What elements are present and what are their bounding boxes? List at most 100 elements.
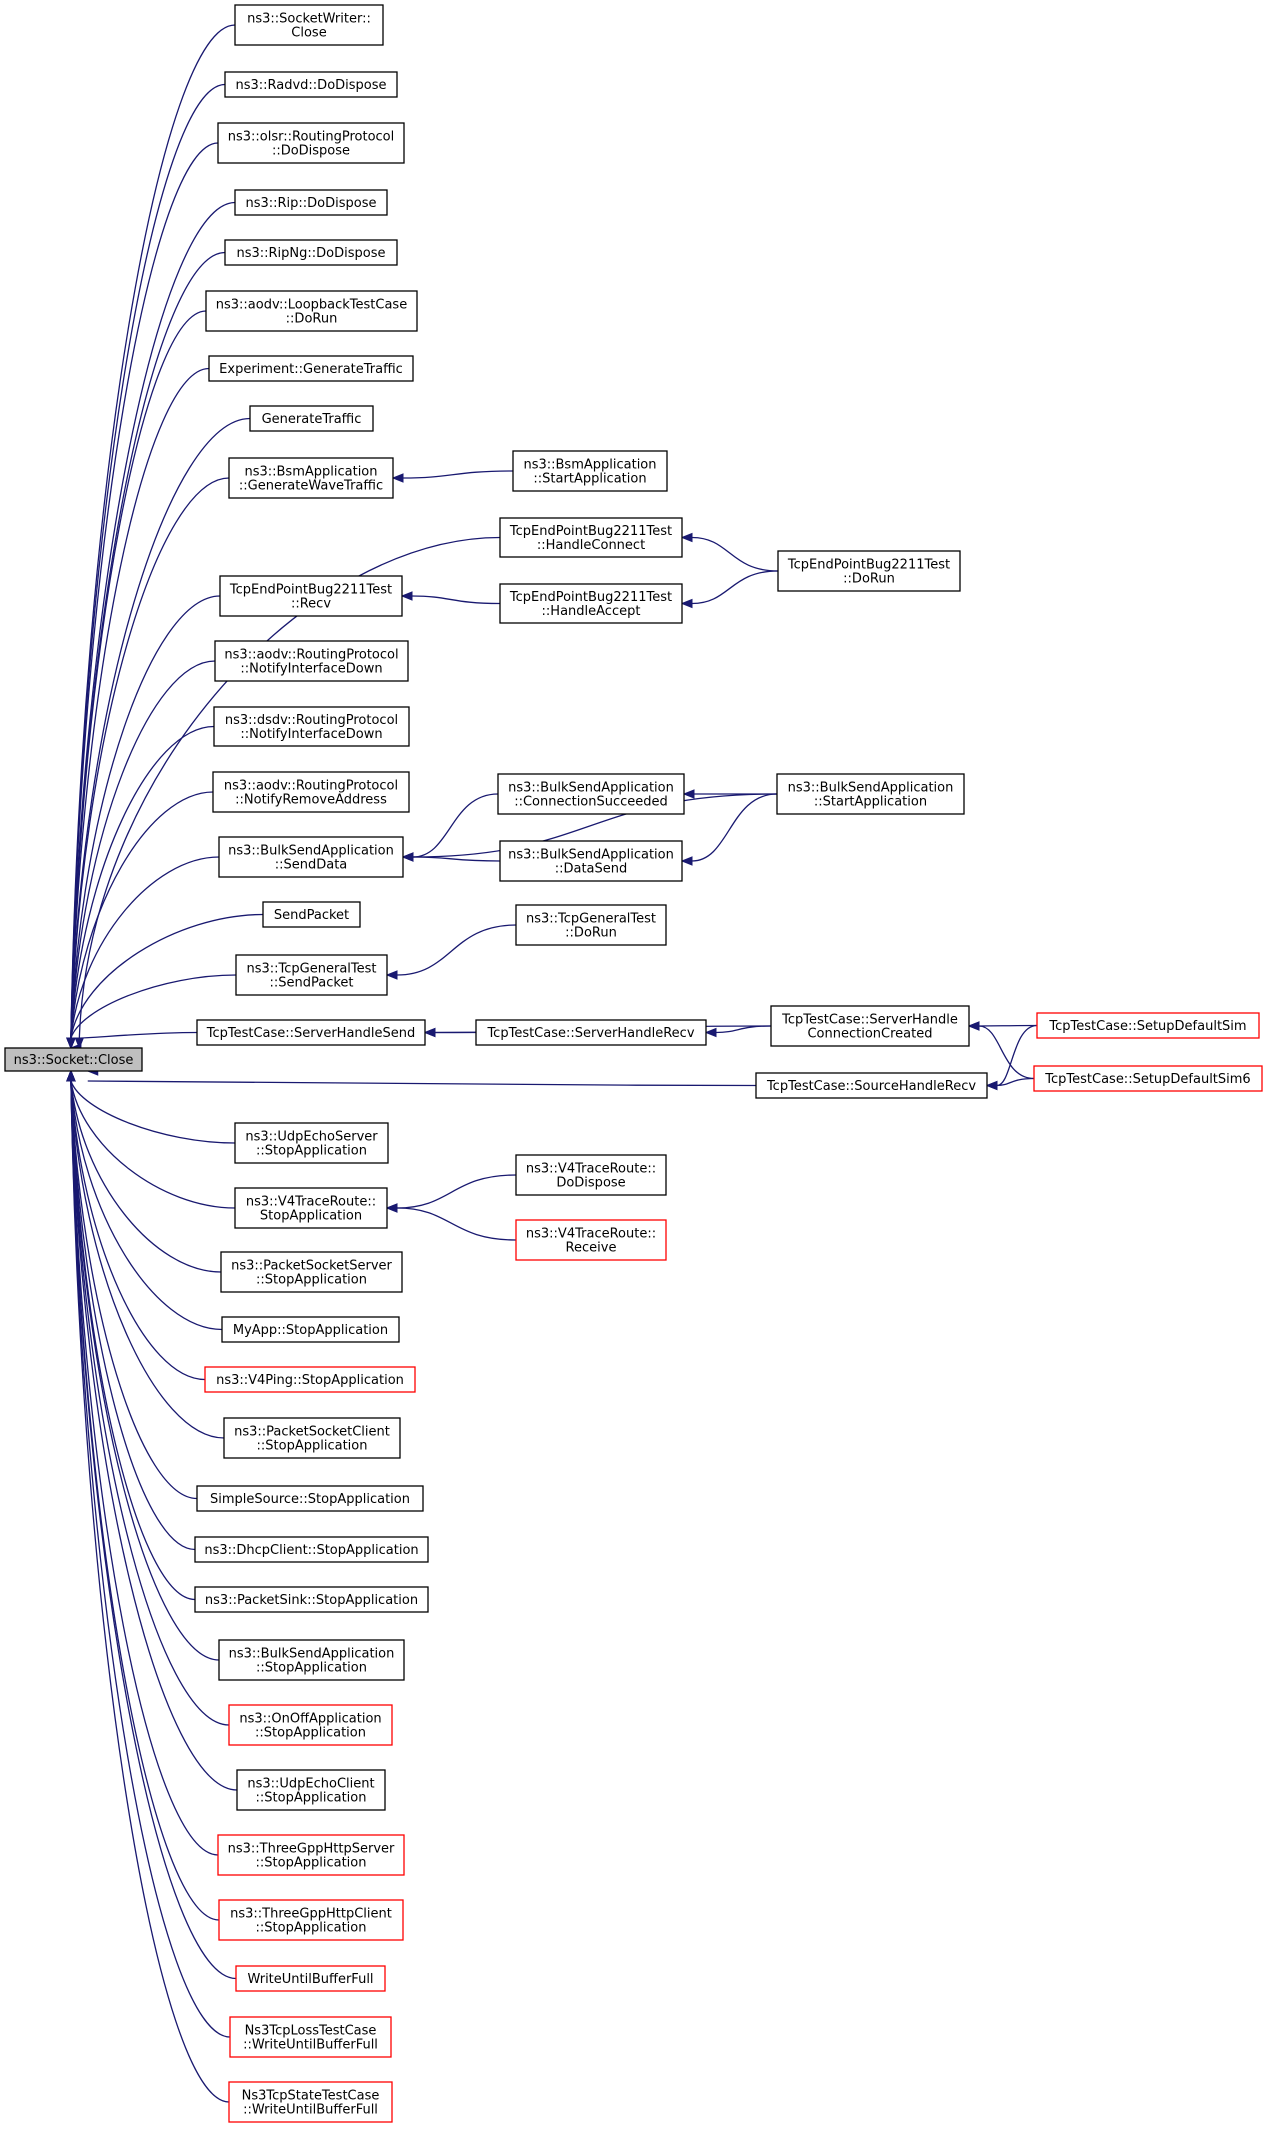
edge-cs-to-n14 xyxy=(401,793,499,862)
caller-node[interactable]: ns3::UdpEchoClient::StopApplication xyxy=(236,1769,386,1811)
caller-node[interactable]: ns3::BulkSendApplication::SendData xyxy=(218,836,404,878)
caller-node[interactable]: TcpTestCase::SetupDefaultSim xyxy=(1036,1012,1260,1039)
node-label: ::StopApplication xyxy=(256,1856,367,1871)
node-label: ns3::ThreeGppHttpClient xyxy=(230,1907,392,1922)
caller-node[interactable]: ns3::V4TraceRoute::Receive xyxy=(515,1219,667,1261)
node-label: ns3::aodv::LoopbackTestCase xyxy=(216,298,407,313)
node-label: ::WriteUntilBufferFull xyxy=(243,2103,378,2118)
caller-node[interactable]: TcpTestCase::ServerHandleSend xyxy=(196,1019,426,1046)
caller-node[interactable]: ns3::ThreeGppHttpServer::StopApplication xyxy=(217,1834,405,1876)
caller-node[interactable]: ns3::BulkSendApplication::StartApplicati… xyxy=(776,773,965,815)
caller-node[interactable]: ns3::V4TraceRoute::DoDispose xyxy=(515,1154,667,1196)
caller-node[interactable]: ns3::PacketSocketServer::StopApplication xyxy=(220,1251,403,1293)
caller-node[interactable]: ns3::dsdv::RoutingProtocol::NotifyInterf… xyxy=(213,706,410,747)
node-box xyxy=(1033,1065,1263,1092)
node-label: ::DoRun xyxy=(843,572,895,587)
caller-node[interactable]: ns3::ThreeGppHttpClient::StopApplication xyxy=(218,1899,404,1941)
caller-node[interactable]: ns3::PacketSink::StopApplication xyxy=(194,1586,429,1613)
caller-node[interactable]: ns3::aodv::LoopbackTestCase::DoRun xyxy=(205,290,418,332)
caller-node[interactable]: ns3::V4Ping::StopApplication xyxy=(204,1366,416,1393)
edge-line xyxy=(78,536,501,1039)
caller-node[interactable]: ns3::BulkSendApplication::ConnectionSucc… xyxy=(497,773,685,815)
caller-node[interactable]: TcpEndPointBug2211Test::HandleConnect xyxy=(499,517,683,558)
caller-node[interactable]: WriteUntilBufferFull xyxy=(235,1965,386,1992)
edge-line xyxy=(996,1024,1038,1087)
node-label: TcpTestCase::SetupDefaultSim6 xyxy=(1044,1072,1250,1087)
node-label: Ns3TcpStateTestCase xyxy=(242,2089,380,2104)
arrowhead xyxy=(401,852,414,862)
caller-node[interactable]: TcpTestCase::SetupDefaultSim6 xyxy=(1033,1065,1263,1092)
node-label: ::StopApplication xyxy=(256,1791,367,1806)
edge-line xyxy=(70,1080,222,1273)
edge-line xyxy=(70,595,221,1039)
caller-node[interactable]: ns3::V4TraceRoute::StopApplication xyxy=(234,1187,388,1229)
caller-node[interactable]: TcpEndPointBug2211Test::DoRun xyxy=(777,550,961,592)
edge-n26-to-root xyxy=(66,1069,220,1661)
caller-node[interactable]: ns3::TcpGeneralTest::SendPacket xyxy=(235,954,388,996)
node-label: TcpTestCase::ServerHandleRecv xyxy=(486,1026,694,1041)
caller-node[interactable]: TcpTestCase::SourceHandleRecv xyxy=(755,1072,988,1099)
edge-line xyxy=(411,595,501,605)
edge-n29-to-root xyxy=(66,1069,219,1856)
caller-node[interactable]: ns3::RipNg::DoDispose xyxy=(224,239,398,266)
caller-node[interactable]: ns3::Radvd::DoDispose xyxy=(224,71,398,98)
edge-sds-to-shrecv xyxy=(985,1024,1038,1091)
edge-line xyxy=(70,367,210,1039)
caller-node[interactable]: ns3::olsr::RoutingProtocol::DoDispose xyxy=(217,122,405,164)
caller-node[interactable]: ns3::BulkSendApplication::DataSend xyxy=(499,840,683,882)
edge-line xyxy=(70,1080,238,1791)
node-label: ::StopApplication xyxy=(256,1661,367,1676)
arrowhead xyxy=(400,591,413,601)
node-box xyxy=(224,239,398,266)
edge-line xyxy=(70,660,216,1039)
caller-node[interactable]: TcpEndPointBug2211Test::HandleAccept xyxy=(499,583,683,624)
node-box xyxy=(777,550,961,592)
edge-n33-to-root xyxy=(66,1069,230,2103)
edge-line xyxy=(70,310,207,1039)
node-label: ns3::Socket::Close xyxy=(14,1053,134,1068)
edge-line xyxy=(70,142,219,1039)
caller-node[interactable]: TcpTestCase::ServerHandleConnectionCreat… xyxy=(770,1005,970,1047)
caller-node[interactable]: ns3::Rip::DoDispose xyxy=(234,189,388,216)
node-label: ::StartApplication xyxy=(814,795,927,810)
caller-node[interactable]: TcpTestCase::ServerHandleRecv xyxy=(475,1019,707,1046)
node-label: ns3::BsmApplication xyxy=(523,458,656,473)
edge-line xyxy=(70,1080,223,1331)
node-box xyxy=(228,1704,393,1746)
edge-line xyxy=(70,1080,237,1980)
node-box xyxy=(217,122,405,164)
caller-node[interactable]: MyApp::StopApplication xyxy=(221,1316,400,1343)
caller-node[interactable]: SimpleSource::StopApplication xyxy=(196,1485,424,1512)
caller-node[interactable]: Ns3TcpStateTestCase::WriteUntilBufferFul… xyxy=(228,2081,393,2123)
caller-node[interactable]: ns3::BsmApplication::GenerateWaveTraffic xyxy=(228,457,394,499)
caller-node[interactable]: Ns3TcpLossTestCase::WriteUntilBufferFull xyxy=(229,2016,392,2058)
node-label: ::SendData xyxy=(275,858,348,873)
node-box xyxy=(475,1019,707,1046)
caller-node[interactable]: ns3::DhcpClient::StopApplication xyxy=(194,1536,429,1563)
caller-node[interactable]: SendPacket xyxy=(262,901,361,928)
node-label: TcpEndPointBug2211Test xyxy=(509,590,672,605)
node-label: ns3::SocketWriter:: xyxy=(247,12,371,27)
node-label: WriteUntilBufferFull xyxy=(247,1972,373,1987)
node-box xyxy=(249,405,374,432)
caller-node[interactable]: ns3::TcpGeneralTest::DoRun xyxy=(515,904,667,946)
root-node[interactable]: ns3::Socket::Close xyxy=(4,1047,143,1072)
caller-node[interactable]: ns3::PacketSocketClient::StopApplication xyxy=(223,1417,401,1459)
arrowhead xyxy=(682,789,695,799)
node-box xyxy=(228,457,394,499)
node-box xyxy=(194,1586,429,1613)
caller-node[interactable]: Experiment::GenerateTraffic xyxy=(208,355,414,382)
node-label: ::HandleConnect xyxy=(537,538,645,553)
caller-node[interactable]: ns3::aodv::RoutingProtocol::NotifyInterf… xyxy=(214,640,409,682)
caller-node[interactable]: GenerateTraffic xyxy=(249,405,374,432)
caller-node[interactable]: ns3::SocketWriter::Close xyxy=(234,4,384,46)
edge-line xyxy=(396,924,517,976)
caller-node[interactable]: ns3::BsmApplication::StartApplication xyxy=(512,450,668,492)
caller-node[interactable]: TcpEndPointBug2211Test::Recv xyxy=(219,575,403,617)
caller-node[interactable]: ns3::BulkSendApplication::StopApplicatio… xyxy=(218,1639,405,1681)
caller-node[interactable]: ns3::UdpEchoServer::StopApplication xyxy=(234,1122,389,1164)
node-box xyxy=(204,1366,416,1393)
caller-node[interactable]: ns3::aodv::RoutingProtocol::NotifyRemove… xyxy=(212,771,410,813)
caller-node[interactable]: ns3::OnOffApplication::StopApplication xyxy=(228,1704,393,1746)
